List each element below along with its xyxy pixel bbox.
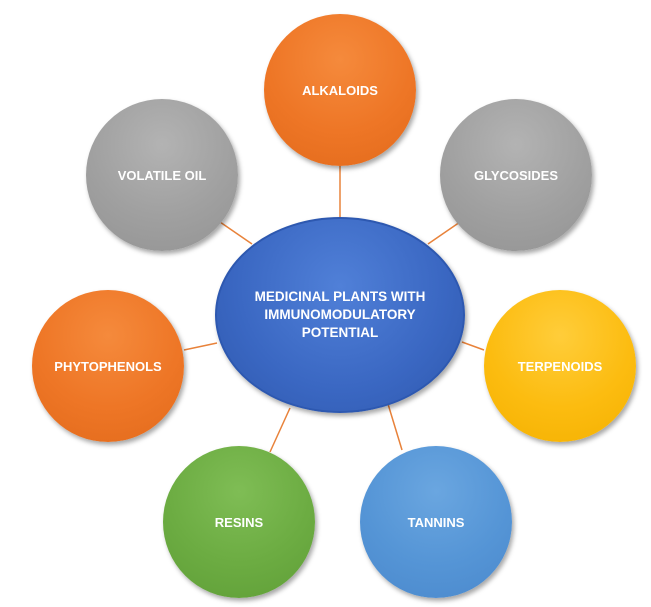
node-label-volatile-oil: VOLATILE OIL <box>117 167 207 183</box>
node-volatile-oil: VOLATILE OIL <box>86 99 238 251</box>
node-resins: RESINS <box>163 446 315 598</box>
node-label-alkaloids: ALKALOIDS <box>302 82 378 98</box>
node-label-terpenoids: TERPENOIDS <box>517 358 603 374</box>
center-label: MEDICINAL PLANTS WITH IMMUNOMODULATORY P… <box>254 289 426 340</box>
connector-terpenoids <box>461 341 485 351</box>
node-glycosides: GLYCOSIDES <box>440 99 592 251</box>
node-phytophenols: PHYTOPHENOLS <box>32 290 184 442</box>
connector-glycosides <box>427 221 461 245</box>
connector-tannins <box>387 403 403 451</box>
node-terpenoids: TERPENOIDS <box>484 290 636 442</box>
connector-phytophenols <box>183 342 218 351</box>
center-node: MEDICINAL PLANTS WITH IMMUNOMODULATORY P… <box>215 217 465 413</box>
node-label-tannins: TANNINS <box>407 514 465 530</box>
node-tannins: TANNINS <box>360 446 512 598</box>
connector-resins <box>269 407 291 453</box>
node-label-phytophenols: PHYTOPHENOLS <box>54 358 162 374</box>
node-label-resins: RESINS <box>214 514 264 530</box>
connector-volatile-oil <box>219 221 253 245</box>
node-alkaloids: ALKALOIDS <box>264 14 416 166</box>
node-label-glycosides: GLYCOSIDES <box>473 167 559 183</box>
